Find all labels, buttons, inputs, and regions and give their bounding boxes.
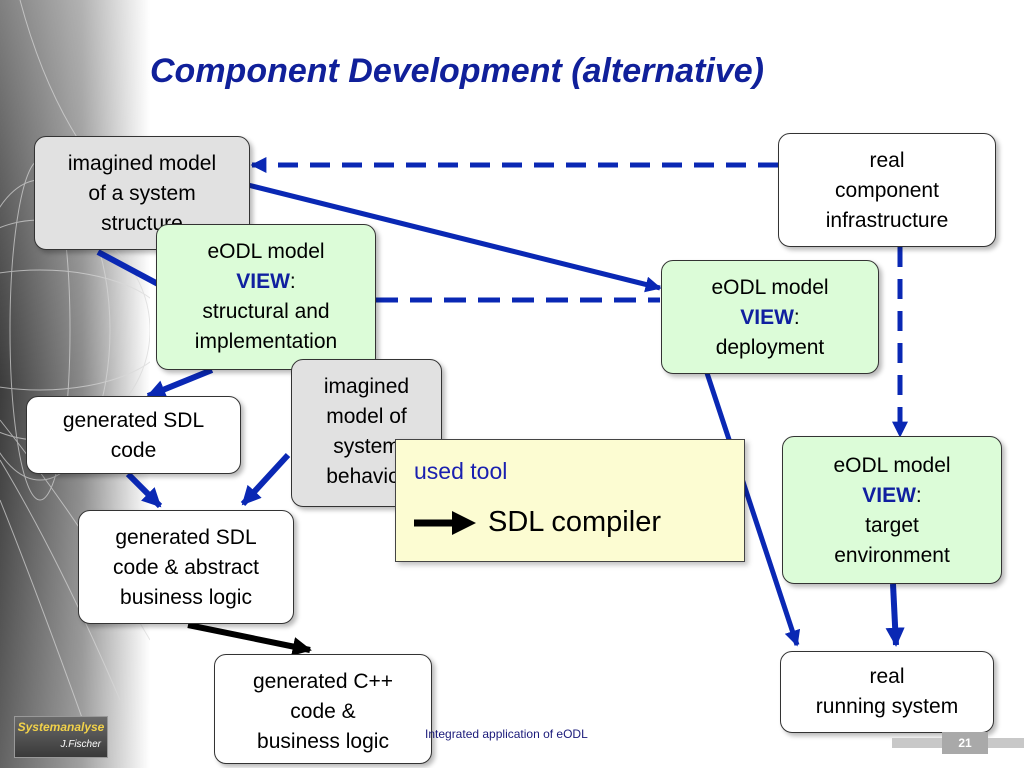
view-keyword: VIEW xyxy=(740,306,794,329)
box-text-line: eODL model xyxy=(207,240,325,263)
view-keyword-line: VIEW: xyxy=(157,267,375,297)
view-suffix: : xyxy=(915,484,922,507)
box-text-line: real xyxy=(869,149,905,172)
box-text-line: structural and xyxy=(202,300,330,323)
box-generated-sdl-abstract: generated SDL code & abstract business l… xyxy=(78,510,294,624)
arrow-deployment-to-running xyxy=(704,372,801,647)
box-text-line: eODL model xyxy=(833,454,951,477)
box-text-line: generated C++ xyxy=(252,670,394,693)
box-text-line: component xyxy=(835,179,939,202)
arrow-structure-to-structural-view xyxy=(96,249,160,287)
used-tool-name: SDL compiler xyxy=(488,506,661,538)
box-generated-sdl-code: generated SDL code xyxy=(26,396,241,474)
box-text-line: eODL model xyxy=(711,276,829,299)
used-tool-box: used tool SDL compiler xyxy=(395,439,745,562)
footer-text: Integrated application of eODL xyxy=(425,727,588,741)
view-keyword: VIEW xyxy=(236,270,290,293)
background-decoration xyxy=(0,0,150,768)
used-tool-label: used tool xyxy=(414,458,508,484)
box-text-line: of a system xyxy=(88,182,196,205)
box-text-line: code xyxy=(110,439,157,462)
box-real-infrastructure: real component infrastructure xyxy=(778,133,996,247)
arrow-structural-to-generated-sdl xyxy=(146,367,214,399)
box-generated-cpp: generated C++ code & business logic xyxy=(214,654,432,764)
box-text-line: infrastructure xyxy=(825,209,949,232)
box-eodl-target-view: eODL model VIEW: target environment xyxy=(782,436,1002,584)
box-text-line: implementation xyxy=(194,330,338,353)
logo-author: J.Fischer xyxy=(60,739,101,750)
box-text-line: business logic xyxy=(120,586,252,609)
box-text-line: imagined model xyxy=(67,152,217,175)
box-text-line: real xyxy=(869,665,905,688)
box-text-line: generated SDL xyxy=(62,409,205,432)
box-eodl-structural-view: eODL model VIEW: structural and implemen… xyxy=(156,224,376,370)
box-text-line: deployment xyxy=(715,336,825,359)
box-real-running-system: real running system xyxy=(780,651,994,733)
arrow-right-icon xyxy=(414,511,476,535)
page-number: 21 xyxy=(942,732,988,754)
arrow-generated-sdl-to-abstract xyxy=(125,471,163,509)
view-keyword-line: VIEW: xyxy=(783,481,1001,511)
box-text-line: running system xyxy=(815,695,959,718)
view-suffix: : xyxy=(793,306,800,329)
view-keyword: VIEW xyxy=(862,484,916,507)
box-text-line: model of xyxy=(326,405,407,428)
box-text-line: imagined xyxy=(323,375,410,398)
page-title: Component Development (alternative) xyxy=(150,52,764,90)
box-text-line: system xyxy=(333,435,400,458)
arrow-structure-to-deployment xyxy=(247,182,662,293)
view-suffix: : xyxy=(289,270,296,293)
box-text-line: behavior xyxy=(326,465,407,488)
box-text-line: code & abstract xyxy=(113,556,259,579)
box-text-line: target xyxy=(865,514,919,537)
box-eodl-deployment-view: eODL model VIEW: deployment xyxy=(661,260,879,374)
arrow-target-to-running xyxy=(885,583,905,647)
view-keyword-line: VIEW: xyxy=(662,303,878,333)
box-text-line: environment xyxy=(834,544,950,567)
box-text-line: business logic xyxy=(257,730,389,753)
arrow-behavior-to-abstract xyxy=(240,452,291,507)
systemanalyse-logo: Systemanalyse J.Fischer xyxy=(14,716,108,758)
arrow-abstract-to-cpp xyxy=(187,622,312,656)
box-text-line: code & xyxy=(290,700,356,723)
box-text-line: generated SDL xyxy=(115,526,257,549)
logo-main-text: Systemanalyse xyxy=(17,720,105,734)
